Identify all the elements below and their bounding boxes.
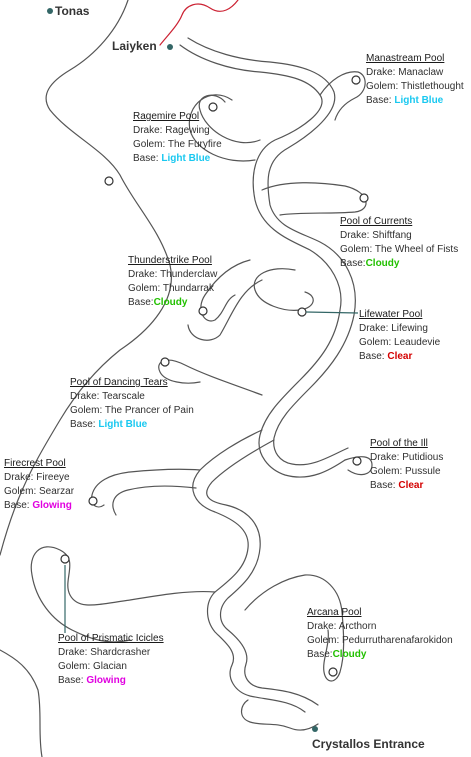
city-tonas: Tonas bbox=[55, 4, 90, 18]
cliff-edge bbox=[0, 0, 172, 556]
laiyken-wall bbox=[159, 0, 239, 46]
tonas-marker bbox=[47, 8, 53, 14]
lake-marker bbox=[104, 176, 114, 186]
pool-arcana-label: Arcana Pool Drake: Arcthorn Golem: Pedur… bbox=[307, 607, 453, 660]
tunnel-mana bbox=[319, 71, 366, 121]
cliff-edge-lower bbox=[0, 649, 43, 757]
pool-thunder-marker bbox=[198, 306, 208, 316]
pool-ragemire-label: Ragemire Pool Drake: Ragewing Golem: The… bbox=[133, 111, 222, 164]
tunnel-fire-b bbox=[112, 485, 197, 516]
city-entrance: Crystallos Entrance bbox=[312, 737, 425, 751]
tunnel-currents bbox=[261, 182, 367, 216]
pool-life-marker bbox=[297, 307, 307, 317]
pool-fire-label: Firecrest Pool Drake: Fireeye Golem: Sea… bbox=[4, 458, 75, 511]
pool-manastream-label: Manastream Pool Drake: Manaclaw Golem: T… bbox=[366, 53, 464, 106]
city-laiyken: Laiyken bbox=[112, 39, 157, 53]
tunnel-prism bbox=[30, 546, 216, 643]
pool-thunder-label: Thunderstrike Pool Drake: Thunderclaw Go… bbox=[128, 255, 218, 308]
tunnel-lower-a bbox=[192, 429, 306, 713]
pool-ill-marker bbox=[352, 456, 362, 466]
entrance-marker bbox=[312, 726, 318, 732]
pool-manastream-marker bbox=[351, 75, 361, 85]
tunnel-arcana bbox=[244, 574, 345, 682]
pool-prism-marker bbox=[60, 554, 70, 564]
pool-currents-marker bbox=[359, 193, 369, 203]
laiyken-marker bbox=[167, 44, 173, 50]
tunnel-thunder-b bbox=[187, 279, 263, 341]
pool-ragemire-marker bbox=[208, 102, 218, 112]
pool-life-label: Lifewater Pool Drake: Lifewing Golem: Le… bbox=[359, 309, 441, 362]
pool-arcana-marker bbox=[328, 667, 338, 677]
tunnel-fire bbox=[91, 468, 201, 508]
tunnel-main-b bbox=[187, 37, 356, 466]
tunnel-life bbox=[253, 268, 314, 311]
tunnel-main-a bbox=[179, 44, 346, 478]
lifewater-pointer bbox=[305, 311, 359, 314]
tunnel-west-b bbox=[188, 94, 256, 162]
pool-currents-label: Pool of Currents Drake: Shiftfang Golem:… bbox=[340, 216, 459, 269]
entrance-chamber bbox=[240, 699, 319, 731]
pool-fire-marker bbox=[88, 496, 98, 506]
pool-prism-label: Pool of Prismatic Icicles Drake: Shardcr… bbox=[58, 633, 164, 686]
pool-ill-label: Pool of the Ill Drake: Putidious Golem: … bbox=[370, 438, 444, 491]
pool-tears-marker bbox=[160, 357, 170, 367]
pool-tears-label: Pool of Dancing Tears Drake: Tearscale G… bbox=[70, 377, 194, 430]
tunnel-lower-b bbox=[206, 439, 319, 706]
